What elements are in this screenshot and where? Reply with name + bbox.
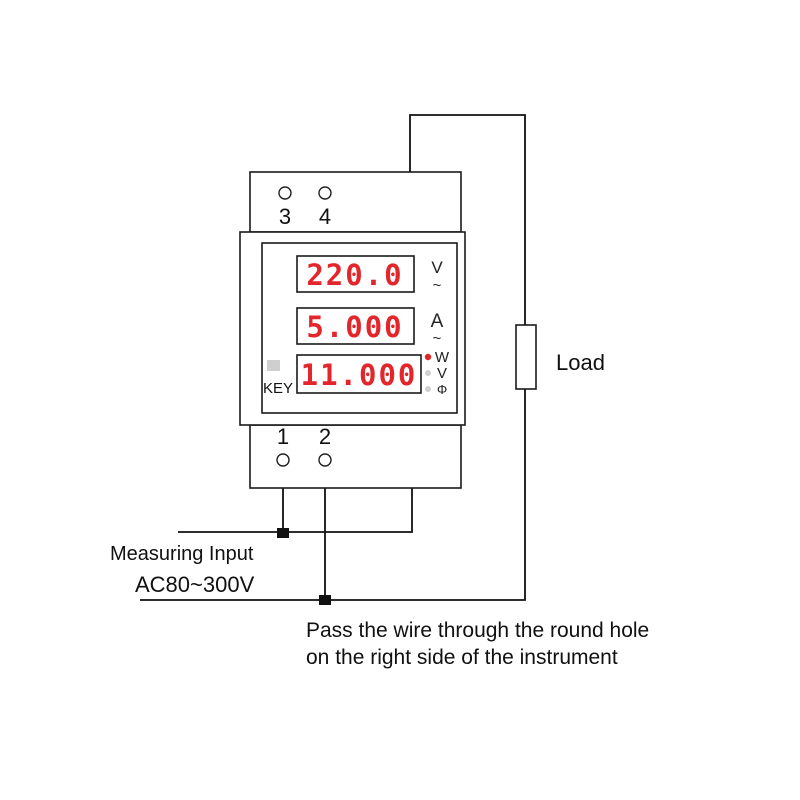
terminal-2-hole: [318, 453, 332, 467]
measuring-input-label: Measuring Input: [110, 543, 254, 565]
indicator-led: [425, 370, 431, 376]
ac-tilde-icon: ~: [433, 330, 442, 347]
meter-bottom-section: [249, 424, 462, 489]
note-line-1: Pass the wire through the round hole: [306, 619, 649, 642]
key-button[interactable]: [267, 360, 280, 371]
key-label: KEY: [263, 380, 293, 397]
ac-tilde-icon: ~: [433, 277, 442, 294]
top-wire: [409, 114, 526, 325]
junction-node-2: [319, 595, 331, 605]
terminal-4-label: 4: [319, 204, 331, 229]
indicator-led: [425, 386, 431, 392]
terminal-3-hole: [278, 186, 292, 200]
load-label: Load: [556, 350, 605, 375]
right-return-wire: [325, 389, 526, 601]
power-unit-w: W: [435, 349, 450, 366]
terminal-1-label: 1: [277, 424, 289, 449]
terminal-2-label: 2: [319, 424, 331, 449]
note-line-2: on the right side of the instrument: [306, 646, 618, 669]
power-unit-v: V: [437, 365, 447, 382]
power-readout: 11.000: [301, 358, 418, 392]
current-unit: A: [431, 311, 444, 332]
indicator-led-active: [424, 353, 432, 361]
terminal-3-label: 3: [279, 204, 291, 229]
power-unit-phi: Φ: [437, 382, 447, 397]
display-row-voltage: [296, 255, 415, 293]
terminal-4-hole: [318, 186, 332, 200]
voltage-range-label: AC80~300V: [135, 572, 255, 597]
load-resistor: [515, 324, 537, 390]
terminal-1-hole: [276, 453, 290, 467]
meter-body: 3 4 1 2 220.0 V ~ 5.000 A ~ KEY 11.000 W…: [239, 171, 466, 489]
display-row-current: [296, 307, 415, 345]
junction-node-1: [277, 528, 289, 538]
voltage-readout: 220.0: [306, 258, 403, 292]
display-row-power: [296, 354, 422, 394]
current-readout: 5.000: [306, 310, 403, 344]
input-line-wire: [178, 488, 413, 533]
meter-top-section: [249, 171, 462, 233]
voltage-unit: V: [431, 258, 443, 277]
